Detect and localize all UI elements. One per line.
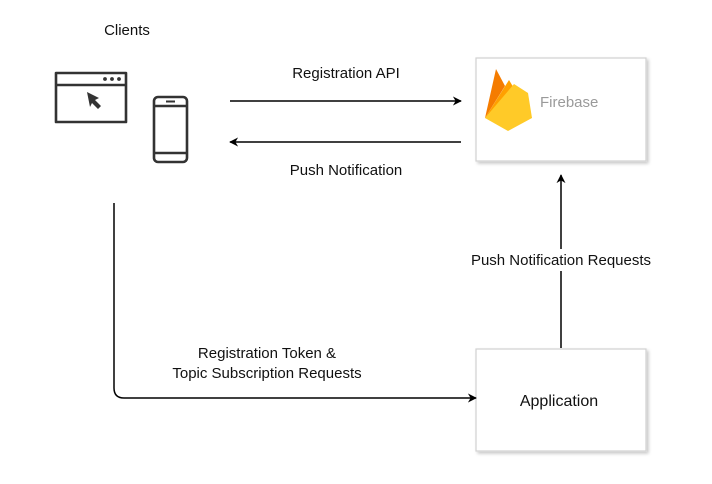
flame-left xyxy=(485,69,505,118)
registration-token-label-line2: Topic Subscription Requests xyxy=(172,365,361,382)
push-notification-requests-label: Push Notification Requests xyxy=(471,252,651,269)
edge-registration-api: Registration API xyxy=(230,65,462,106)
registration-token-label-line1: Registration Token & xyxy=(198,345,336,362)
flame-front xyxy=(485,84,532,131)
application-node: Application xyxy=(475,348,647,452)
push-notification-label: Push Notification xyxy=(290,162,403,179)
edge-registration-token: Registration Token & Topic Subscription … xyxy=(113,203,477,403)
firebase-flame-icon xyxy=(485,69,532,131)
clients-title: Clients xyxy=(104,22,150,39)
cursor-icon xyxy=(87,92,101,109)
registration-api-label: Registration API xyxy=(292,65,400,82)
firebase-label: Firebase xyxy=(540,94,598,111)
browser-window-icon xyxy=(54,71,128,124)
edge-push-notification-requests: Push Notification Requests xyxy=(462,174,660,348)
edge-push-notification: Push Notification xyxy=(229,137,461,179)
firebase-node: Firebase xyxy=(475,57,647,162)
clients-group: Clients xyxy=(54,22,189,164)
mobile-phone-icon xyxy=(152,95,189,164)
application-label: Application xyxy=(520,393,598,410)
